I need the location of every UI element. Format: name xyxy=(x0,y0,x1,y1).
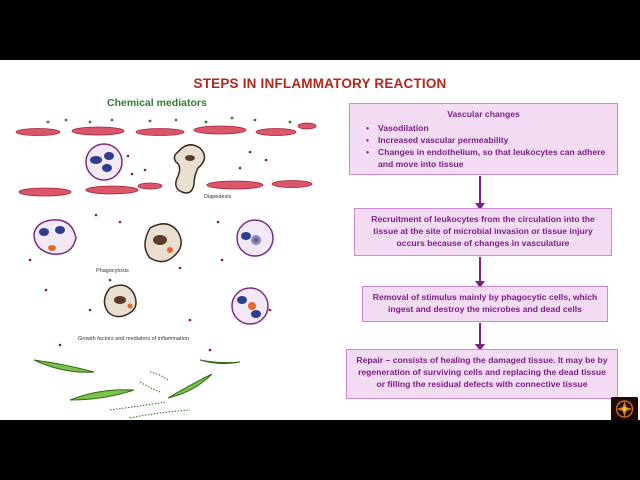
recruitment-text: Recruitment of leukocytes from the circu… xyxy=(371,214,595,248)
collagen-fibers xyxy=(109,371,191,419)
vascular-changes-title: Vascular changes xyxy=(447,109,520,119)
chemical-mediators-label: Chemical mediators xyxy=(107,97,207,109)
phagocyte-left xyxy=(33,219,77,255)
recruitment-box: Recruitment of leukocytes from the circu… xyxy=(354,208,612,256)
endothelium-top xyxy=(15,122,317,136)
phagocyte-right-top xyxy=(236,219,274,257)
list-item: Vasodilation xyxy=(366,122,611,134)
growth-factors-label: Growth factors and mediators of inflamma… xyxy=(78,336,189,342)
endothelium-bottom xyxy=(18,180,313,197)
phagocytosis-label: Phagocytosis xyxy=(96,268,129,274)
arrow-3 xyxy=(475,323,485,351)
vascular-changes-list: Vasodilation Increased vascular permeabi… xyxy=(356,122,611,170)
neutrophil-vessel xyxy=(85,143,123,181)
macrophage-lower xyxy=(103,284,137,318)
macrophage-center xyxy=(144,223,182,263)
mandala-logo-icon xyxy=(611,397,638,420)
mediator-dots xyxy=(46,116,292,124)
removal-text: Removal of stimulus mainly by phagocytic… xyxy=(372,292,598,314)
list-item: Changes in endothelium, so that leukocyt… xyxy=(366,146,611,170)
phagocyte-right-bottom xyxy=(231,287,269,325)
repair-box: Repair – consists of healing the damaged… xyxy=(346,349,618,399)
debris-dots xyxy=(28,150,272,352)
vascular-changes-box: Vascular changes Vasodilation Increased … xyxy=(349,103,618,175)
fibroblasts xyxy=(33,359,241,401)
repair-text: Repair – consists of healing the damaged… xyxy=(356,355,608,389)
arrow-1 xyxy=(475,176,485,210)
slide-title: STEPS IN INFLAMMATORY REACTION xyxy=(193,76,447,91)
list-item: Increased vascular permeability xyxy=(366,134,611,146)
diapedesis-label: Diapedesis xyxy=(204,194,231,200)
arrow-2 xyxy=(475,257,485,288)
diapedesis-cell xyxy=(173,144,206,194)
inflammation-illustration: Diapedesis Phagocytosis xyxy=(15,116,317,419)
removal-box: Removal of stimulus mainly by phagocytic… xyxy=(362,286,608,322)
slide: STEPS IN INFLAMMATORY REACTION Chemical … xyxy=(0,60,640,420)
